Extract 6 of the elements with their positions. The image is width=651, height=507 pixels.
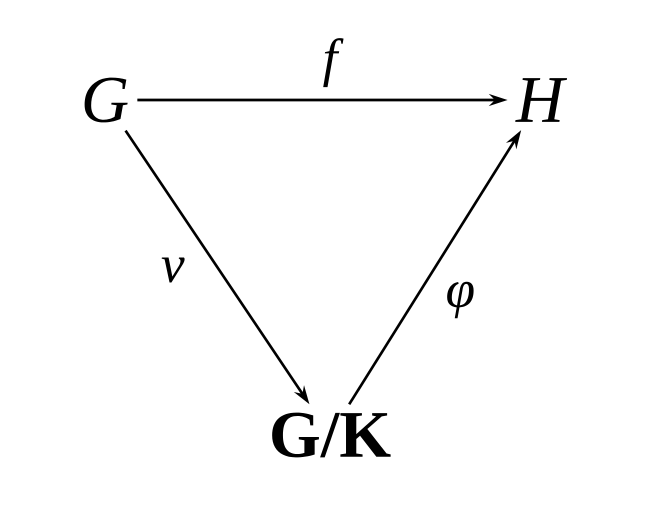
math-symbol: H xyxy=(515,78,568,122)
edge-label: f xyxy=(320,36,344,90)
edge-label: ν xyxy=(158,254,188,286)
math-symbol: G xyxy=(84,78,128,122)
math-symbol: G/K xyxy=(272,412,391,458)
edge-label: φ xyxy=(442,279,478,321)
